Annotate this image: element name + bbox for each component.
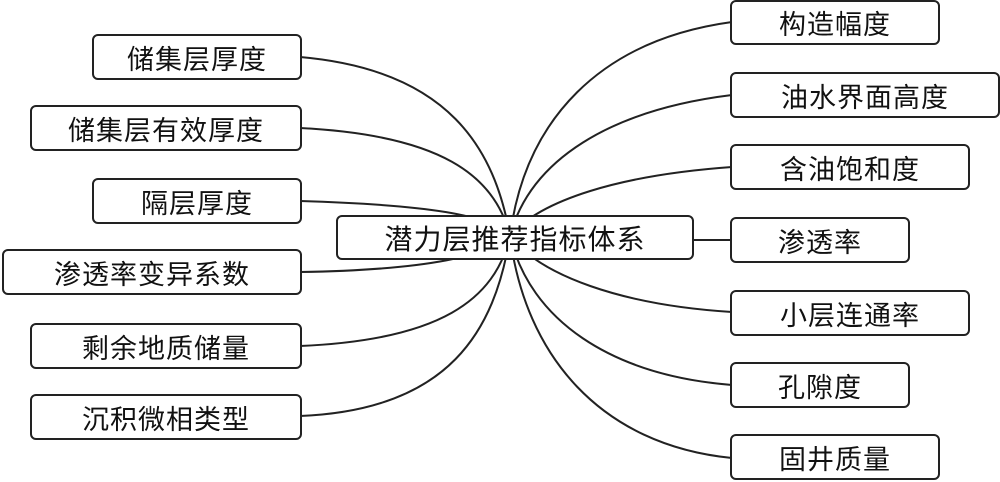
right-node-permeability: 渗透率 [730, 217, 910, 263]
right-node-owc-height: 油水界面高度 [730, 72, 1000, 118]
right-node-cementing-quality: 固井质量 [730, 434, 940, 480]
connector-left-6 [299, 235, 511, 417]
right-node-layer-connectivity: 小层连通率 [730, 290, 970, 336]
left-node-remaining-reserves: 剩余地质储量 [30, 323, 302, 369]
right-node-structural-amplitude: 构造幅度 [730, 0, 940, 45]
connector-left-1 [299, 56, 511, 237]
right-node-oil-saturation: 含油饱和度 [730, 144, 970, 190]
connector-right-1 [509, 21, 733, 237]
connector-right-6 [509, 235, 733, 386]
left-node-barrier-thickness: 隔层厚度 [92, 178, 302, 224]
connector-right-2 [509, 94, 733, 237]
left-node-sedimentary-microfacies: 沉积微相类型 [30, 394, 302, 440]
right-node-porosity: 孔隙度 [730, 362, 910, 408]
center-node: 潜力层推荐指标体系 [336, 215, 694, 260]
connector-left-2 [299, 127, 511, 237]
left-node-effective-thickness: 储集层有效厚度 [30, 105, 302, 151]
connector-right-7 [509, 235, 733, 459]
left-node-permeability-variation: 渗透率变异系数 [2, 249, 302, 295]
left-node-reservoir-thickness: 储集层厚度 [92, 34, 302, 80]
